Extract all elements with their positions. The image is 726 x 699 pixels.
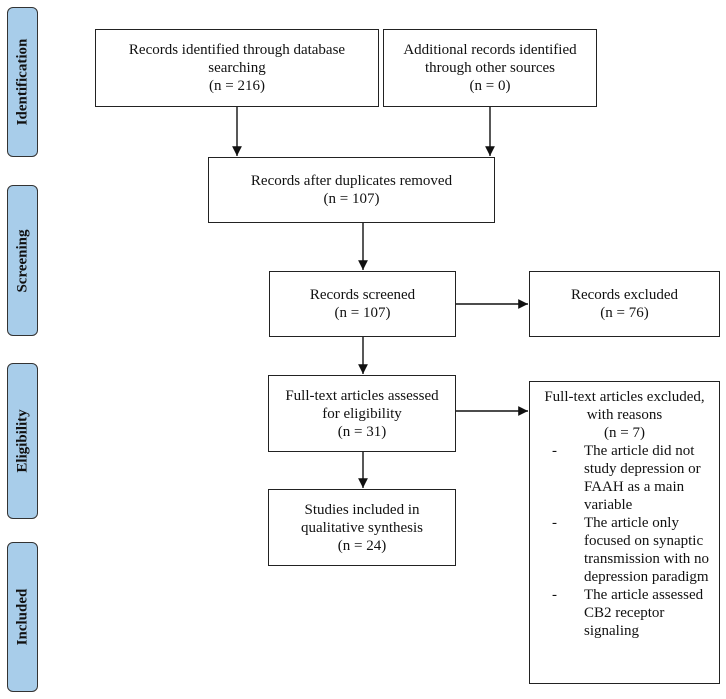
duplicates-removed-line1: Records after duplicates removed — [250, 173, 453, 189]
other-sources-line1: Additional records identified — [403, 42, 577, 58]
database-records-box: Records identified through database sear… — [95, 29, 379, 107]
included-studies-line2: qualitative synthesis — [300, 519, 424, 536]
database-records-line1: Records identified through database — [128, 42, 346, 58]
exclusion-reason: - The article did not study depression o… — [530, 442, 719, 514]
fulltext-excluded-box: Full-text articles excluded, with reason… — [529, 381, 720, 684]
exclusion-reasons-list: - The article did not study depression o… — [530, 442, 719, 640]
included-studies-count: (n = 24) — [337, 537, 387, 554]
records-screened-line1: Records screened — [309, 287, 416, 303]
exclusion-reason: - The article assessed CB2 receptor sign… — [530, 586, 719, 640]
exclusion-reason-text: The article assessed CB2 receptor signal… — [584, 587, 704, 639]
phase-screening: Screening — [7, 185, 38, 336]
exclusion-reason: - The article only focused on synaptic t… — [530, 514, 719, 586]
other-sources-count: (n = 0) — [469, 78, 511, 94]
fulltext-excluded-line1: Full-text articles excluded, — [544, 389, 705, 405]
included-studies-line1: Studies included in — [304, 501, 420, 518]
fulltext-assessed-box: Full-text articles assessed for eligibil… — [268, 375, 456, 452]
fulltext-assessed-line2: for eligibility — [322, 405, 402, 422]
duplicates-removed-count: (n = 107) — [323, 191, 380, 207]
fulltext-excluded-line2: with reasons — [586, 407, 663, 423]
phase-identification: Identification — [7, 7, 38, 157]
included-studies-box: Studies included in qualitative synthesi… — [268, 489, 456, 566]
records-screened-box: Records screened (n = 107) — [269, 271, 456, 337]
duplicates-removed-box: Records after duplicates removed (n = 10… — [208, 157, 495, 223]
other-sources-line2: through other sources — [425, 60, 555, 76]
phase-included: Included — [7, 542, 38, 692]
other-sources-box: Additional records identified through ot… — [383, 29, 597, 107]
bullet-dash: - — [552, 515, 557, 531]
fulltext-excluded-count: (n = 7) — [604, 425, 645, 441]
records-excluded-line1: Records excluded — [570, 287, 679, 303]
records-excluded-box: Records excluded (n = 76) — [529, 271, 720, 337]
bullet-dash: - — [552, 443, 557, 459]
records-excluded-count: (n = 76) — [600, 305, 649, 321]
bullet-dash: - — [552, 587, 557, 603]
database-records-line2: searching — [208, 60, 266, 76]
exclusion-reason-text: The article did not study depression or … — [584, 443, 701, 513]
records-screened-count: (n = 107) — [334, 305, 391, 321]
fulltext-assessed-count: (n = 31) — [337, 423, 387, 440]
database-records-count: (n = 216) — [209, 78, 265, 94]
exclusion-reason-text: The article only focused on synaptic tra… — [584, 515, 710, 585]
phase-eligibility: Eligibility — [7, 363, 38, 519]
fulltext-assessed-line1: Full-text articles assessed — [285, 387, 439, 404]
